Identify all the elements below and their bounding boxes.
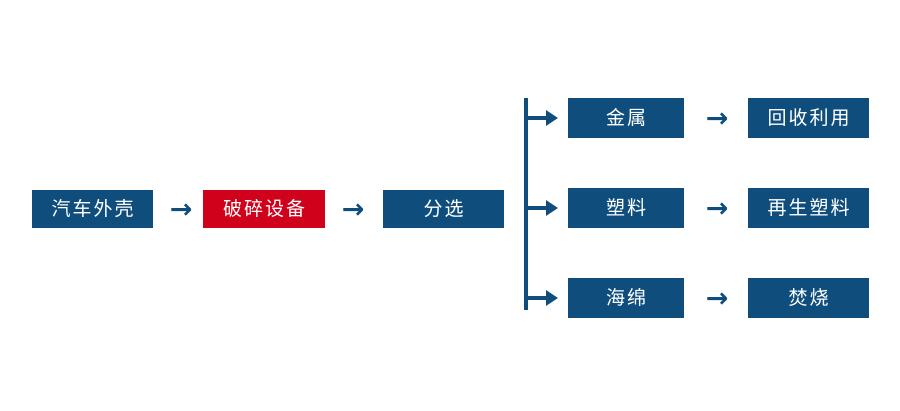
node-label: 海绵 <box>605 286 648 309</box>
branch-bus-line <box>524 98 528 310</box>
arrow-right-icon-branch-1: → <box>700 102 734 134</box>
node-label: 塑料 <box>605 196 648 219</box>
branch-arrow-icon-2 <box>528 197 558 219</box>
arrow-glyph: → <box>169 193 193 225</box>
node-destination-regenerated-plastic[interactable]: 再生塑料 <box>748 188 869 228</box>
node-sorting[interactable]: 分选 <box>383 190 504 228</box>
node-output-plastic[interactable]: 塑料 <box>568 188 684 228</box>
arrow-glyph: → <box>705 282 729 314</box>
node-shredder-equipment[interactable]: 破碎设备 <box>203 190 325 228</box>
arrow-right-icon-main-1: → <box>166 193 196 225</box>
node-destination-recycle[interactable]: 回收利用 <box>748 98 869 138</box>
node-label: 汽车外壳 <box>51 197 136 220</box>
arrow-glyph: → <box>705 192 729 224</box>
arrow-glyph: → <box>705 102 729 134</box>
arrow-right-icon-branch-3: → <box>700 282 734 314</box>
arrow-right-icon-branch-2: → <box>700 192 734 224</box>
node-output-metal[interactable]: 金属 <box>568 98 684 138</box>
node-label: 再生塑料 <box>767 196 852 219</box>
node-output-sponge[interactable]: 海绵 <box>568 278 684 318</box>
branch-arrow-icon-3 <box>528 287 558 309</box>
node-input-material[interactable]: 汽车外壳 <box>32 190 153 228</box>
arrow-right-icon-main-2: → <box>338 193 368 225</box>
node-label: 分选 <box>423 197 466 220</box>
node-label: 破碎设备 <box>222 197 307 220</box>
node-label: 金属 <box>605 106 648 129</box>
node-label: 回收利用 <box>767 106 852 129</box>
arrow-glyph: → <box>341 193 365 225</box>
branch-arrow-icon-1 <box>528 107 558 129</box>
node-label: 焚烧 <box>788 286 831 309</box>
node-destination-incineration[interactable]: 焚烧 <box>748 278 869 318</box>
